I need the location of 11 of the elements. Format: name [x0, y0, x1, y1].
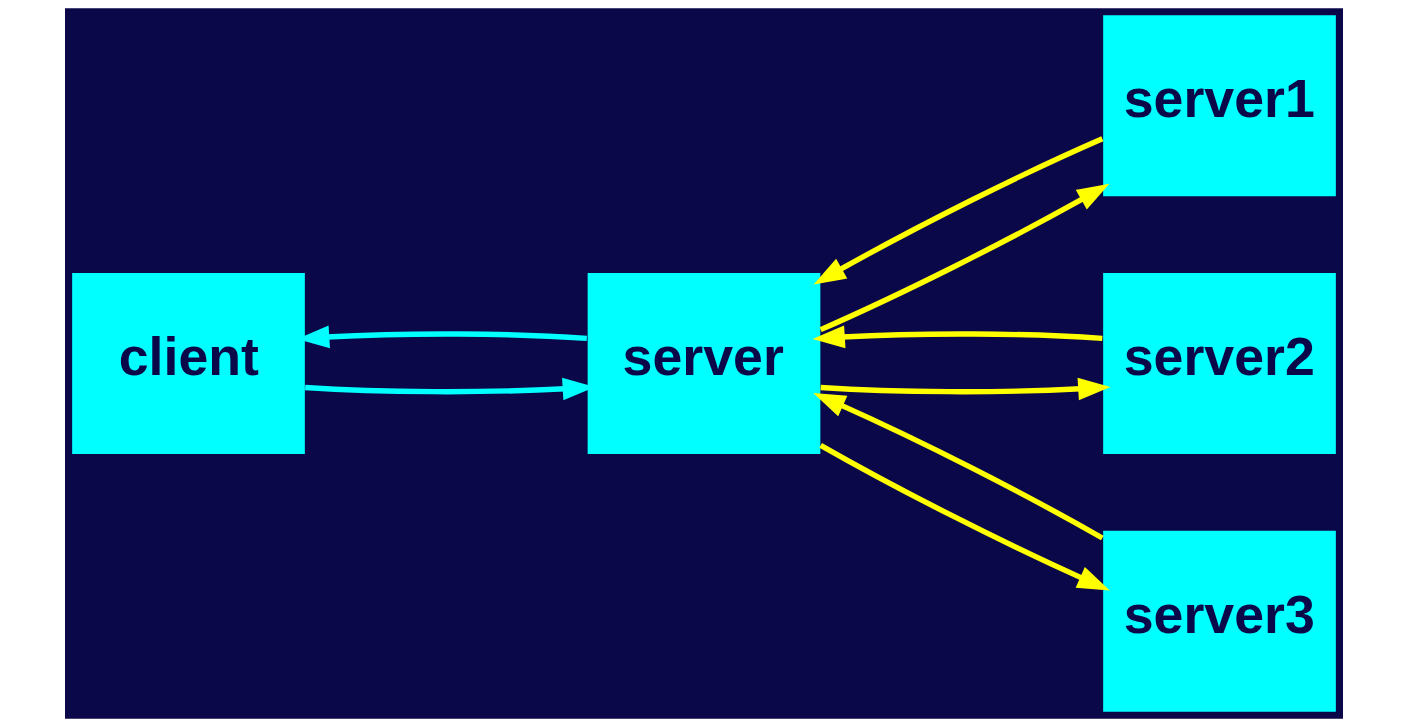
node-box: server3 [1103, 530, 1336, 712]
arrow [819, 183, 1110, 333]
node-box: server1 [1103, 15, 1336, 197]
arrow [819, 443, 1110, 591]
node-box: server2 [1103, 273, 1336, 454]
arrow [813, 392, 1104, 541]
arrow [812, 325, 1103, 349]
arrow [820, 377, 1111, 401]
node-box: client [72, 273, 305, 454]
arrow [813, 136, 1104, 285]
node-box: server [587, 273, 821, 454]
